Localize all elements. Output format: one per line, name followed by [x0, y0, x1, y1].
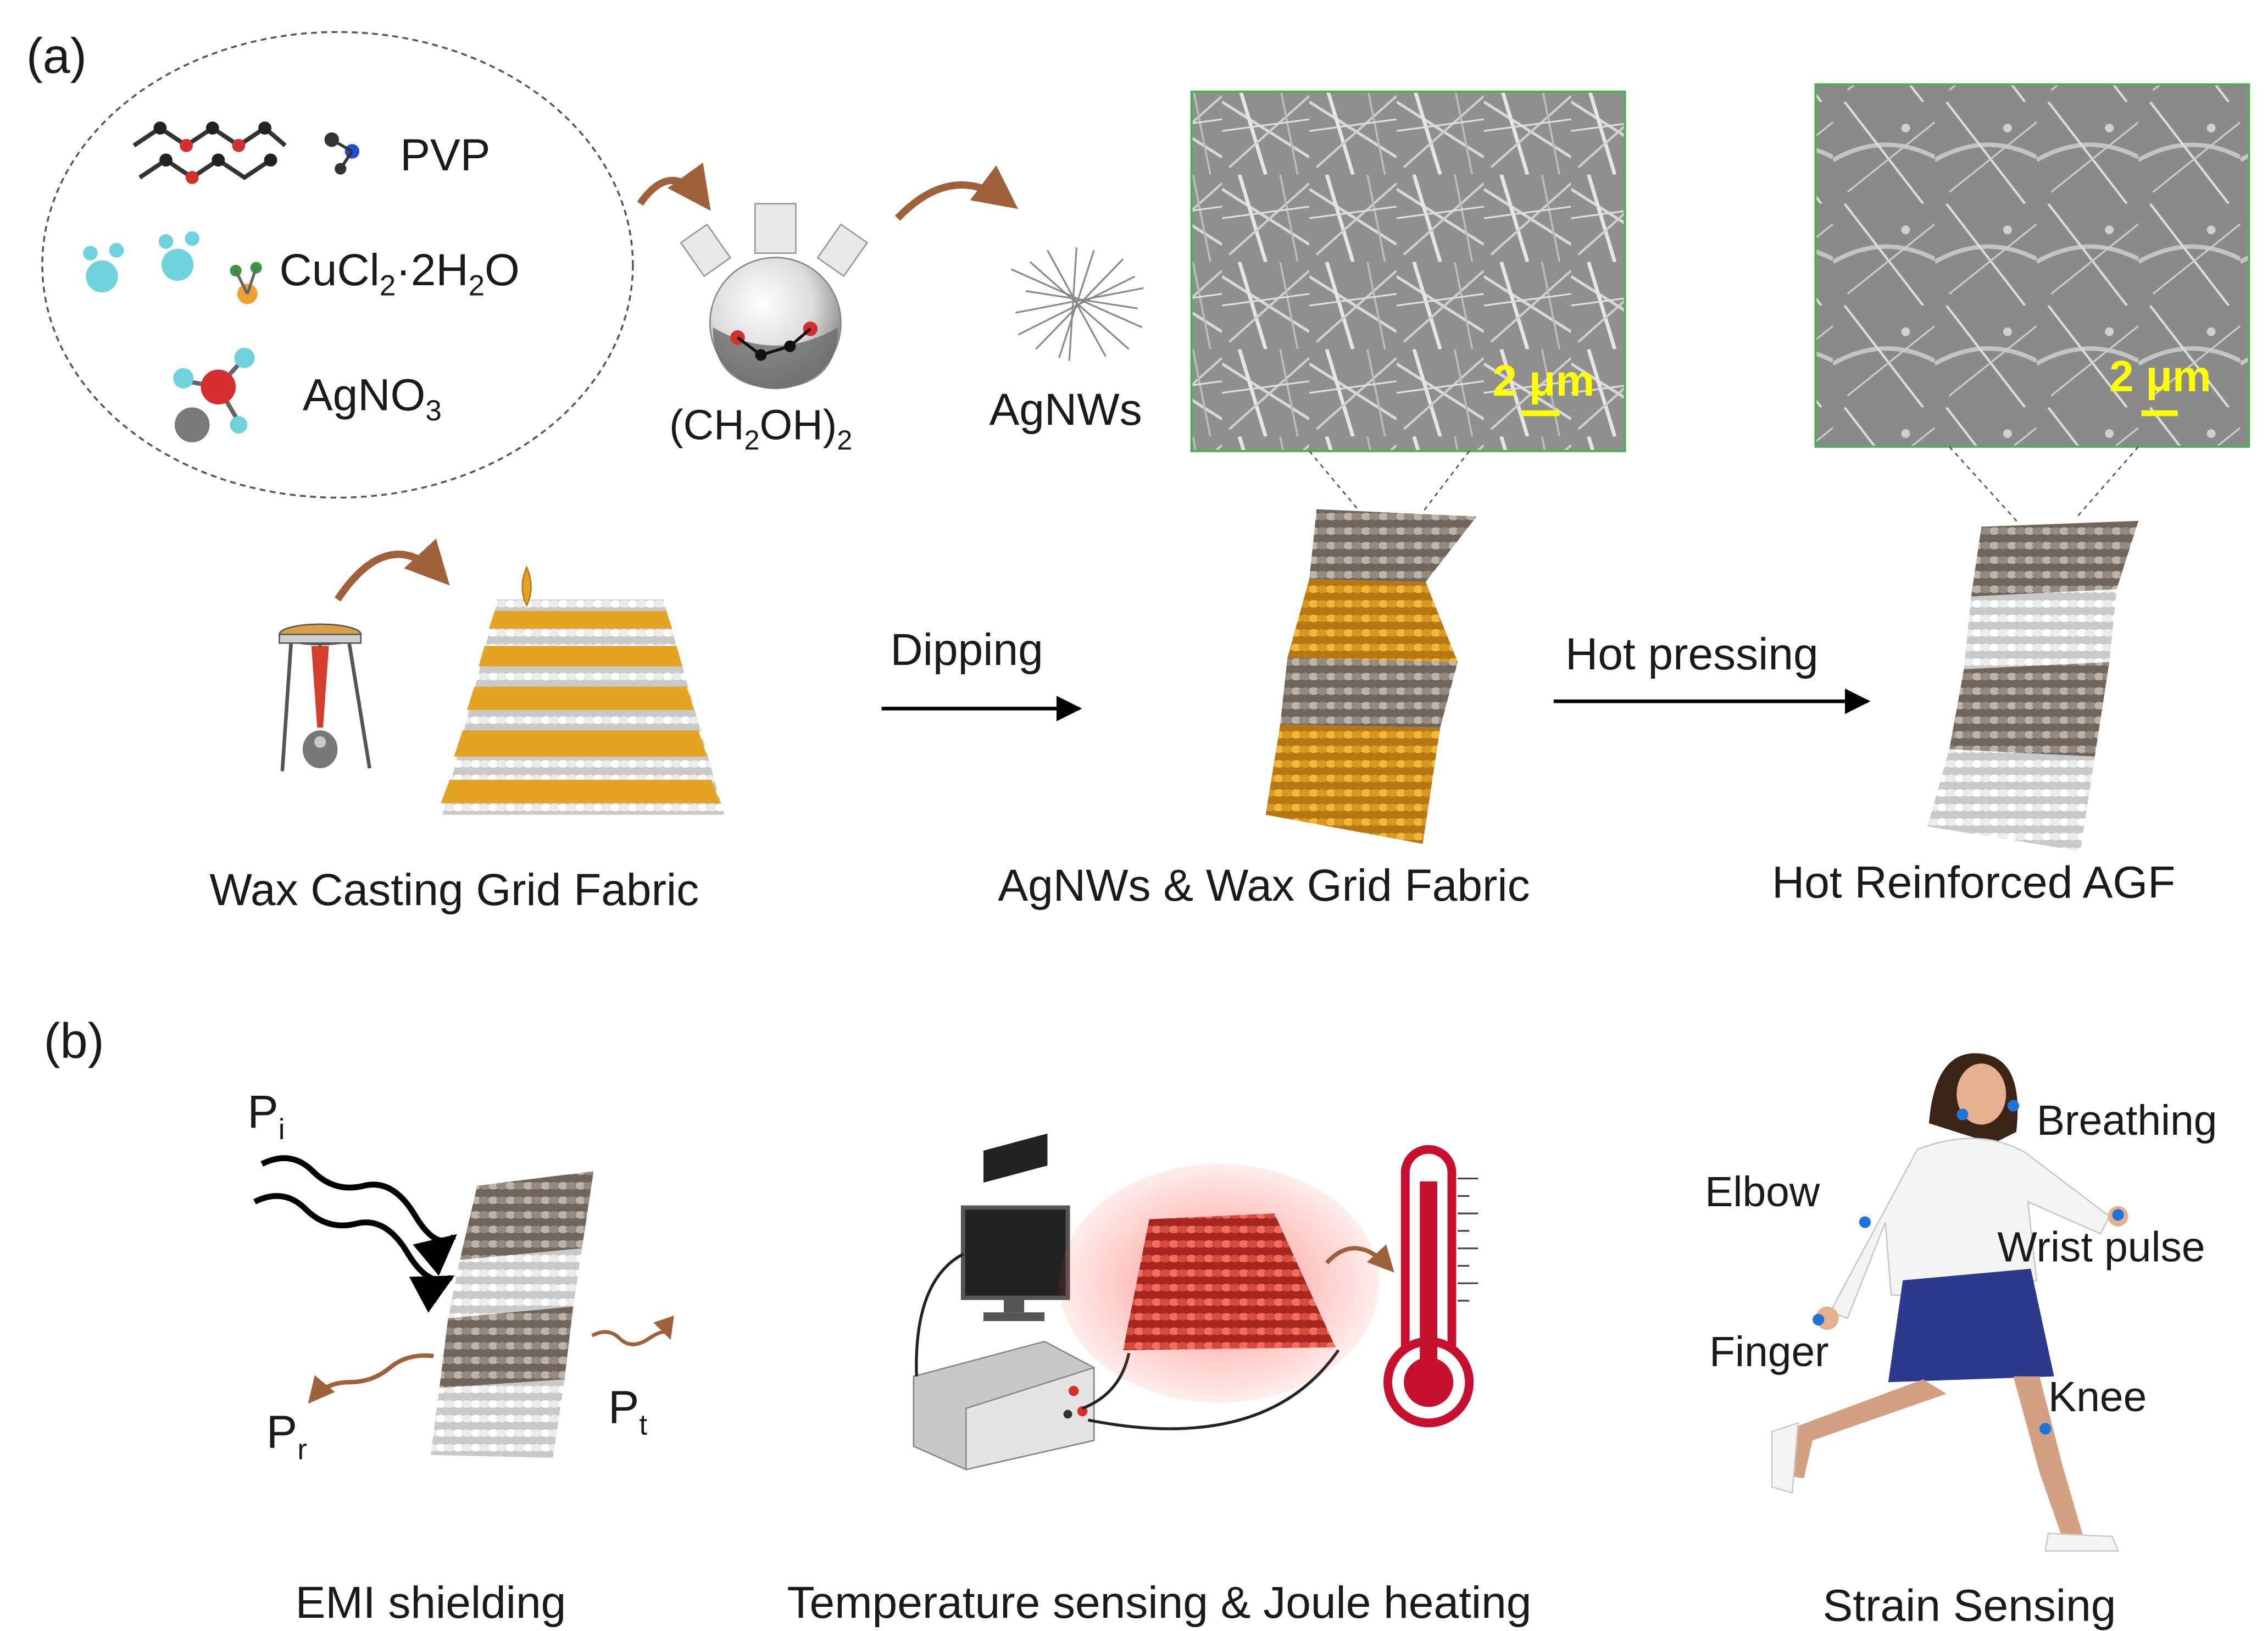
- multimeter-icon: [913, 1133, 1095, 1471]
- sensor-dot-icon: [2112, 1209, 2124, 1221]
- transmitted-wave-label: Pt: [608, 1380, 648, 1441]
- sensor-dot-icon: [1956, 1108, 1969, 1120]
- cucl2-molecule-icon: [83, 231, 262, 304]
- sensor-dots: [1813, 1100, 2124, 1435]
- step3-label: Hot Reinforced AGF: [1772, 858, 2175, 908]
- heated-fabric-icon: [1123, 1213, 1336, 1351]
- dipping-label: Dipping: [891, 625, 1043, 675]
- hot-pressing-label: Hot pressing: [1565, 629, 1819, 679]
- person-figure: [1771, 1053, 2128, 1552]
- panel-b-label: (b): [44, 1014, 104, 1069]
- sem-image-left: 2 μm: [1190, 90, 1626, 452]
- sem-scale-label-right: 2 μm: [2109, 352, 2211, 401]
- thermal-illustration: [913, 1133, 1478, 1471]
- incident-wave-label: Pi: [247, 1085, 285, 1146]
- monitor-icon: [960, 1205, 1070, 1322]
- thermal-label: Temperature sensing & Joule heating: [787, 1578, 1532, 1628]
- curved-arrow-icon: [334, 539, 450, 602]
- agno3-label: AgNO3: [303, 370, 442, 428]
- solvent-label: (CH2OH)2: [669, 402, 852, 456]
- zoom-lines: [1309, 446, 2139, 525]
- panel-a-label: (a): [26, 29, 87, 84]
- sensor-dot-icon: [2039, 1423, 2052, 1435]
- emi-shielding-illustration: Pi Pr Pt: [247, 1085, 674, 1466]
- pvp-molecule-icon: [132, 121, 360, 184]
- sensor-dot-icon: [2007, 1100, 2020, 1112]
- curved-arrow-icon: [637, 162, 711, 211]
- elbow-label: Elbow: [1705, 1168, 1820, 1216]
- wrist-pulse-label: Wrist pulse: [1997, 1224, 2205, 1271]
- cable-icon: [915, 1252, 964, 1377]
- transmitted-wave-icon: [591, 1316, 674, 1346]
- finger-label: Finger: [1709, 1328, 1829, 1375]
- wax-casting-fabric-icon: [441, 565, 725, 815]
- curved-arrow-icon: [1325, 1244, 1394, 1273]
- agnws-bundle-icon: [1010, 247, 1144, 361]
- knee-label: Knee: [2048, 1373, 2147, 1421]
- step2-label: AgNWs & Wax Grid Fabric: [998, 861, 1530, 911]
- curved-arrow-icon: [894, 165, 1018, 221]
- reflected-wave-label: Pr: [266, 1405, 307, 1466]
- flask-icon: [680, 203, 869, 390]
- agnws-wax-fabric-icon: [1265, 509, 1477, 844]
- breathing-label: Breathing: [2037, 1097, 2217, 1144]
- hot-reinforced-agf-icon: [1927, 520, 2139, 851]
- cucl2-label: CuCl2·2H2O: [280, 245, 520, 302]
- agnws-label: AgNWs: [990, 385, 1142, 435]
- incident-wave-icon: [260, 1155, 457, 1276]
- strain-sensing-illustration: Breathing Elbow Wrist pulse Finger Knee: [1705, 1053, 2217, 1552]
- strain-label: Strain Sensing: [1823, 1580, 2116, 1630]
- sem-scale-label-left: 2 μm: [1493, 356, 1594, 405]
- agno3-molecule-icon: [173, 347, 255, 442]
- sensor-dot-icon: [1859, 1216, 1871, 1228]
- emi-label: EMI shielding: [296, 1578, 566, 1628]
- step1-label: Wax Casting Grid Fabric: [209, 865, 699, 915]
- incident-wave-icon: [253, 1193, 455, 1313]
- reflected-wave-icon: [308, 1353, 434, 1404]
- thermometer-icon: [1383, 1145, 1478, 1428]
- pvp-label: PVP: [400, 130, 490, 180]
- wax-heater-icon: [279, 623, 371, 772]
- reagent-ellipse: [41, 31, 634, 499]
- reagent-group: PVP CuCl2·2H2O AgNO3: [41, 31, 634, 499]
- sensor-dot-icon: [1813, 1313, 1825, 1325]
- sem-image-right: 2 μm: [1814, 83, 2250, 448]
